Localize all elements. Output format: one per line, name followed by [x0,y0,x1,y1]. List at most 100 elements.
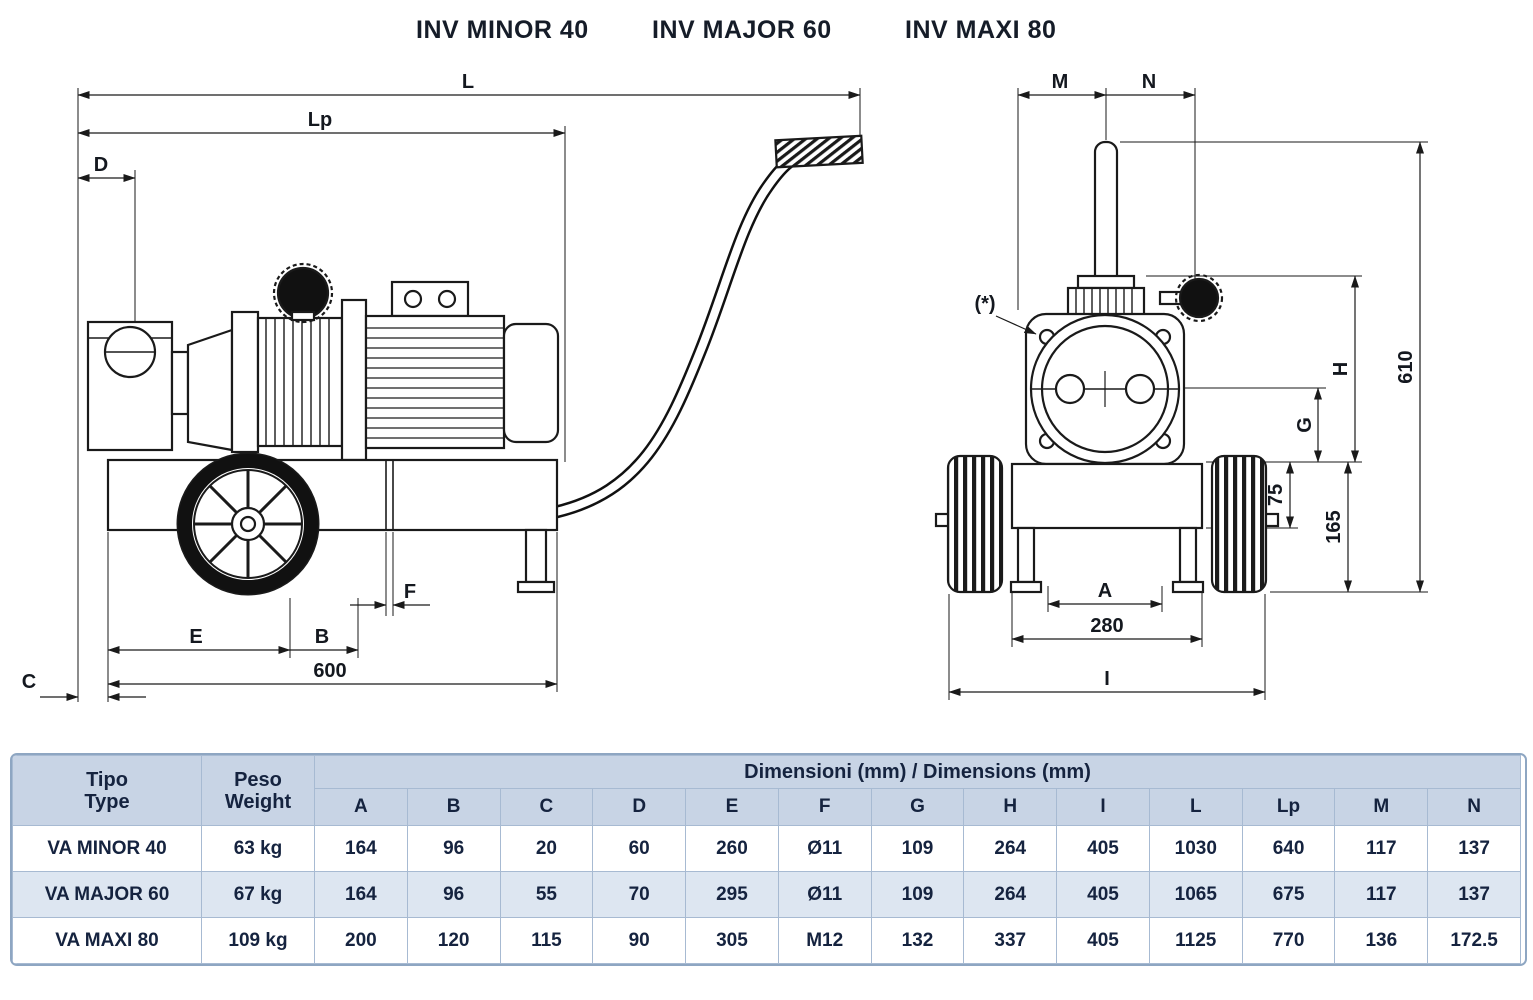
header-col-L: L [1148,788,1243,826]
title-inv-maxi-80: INV MAXI 80 [905,16,1057,44]
title-inv-minor-40: INV MINOR 40 [416,16,589,44]
header-col-C: C [499,788,594,826]
table-cell: 96 [406,825,501,872]
table-row-va-minor-40: VA MINOR 40 63 kg 164 96 20 60 260 Ø11 1… [12,825,1521,872]
header-type-en: Type [84,790,130,813]
front-view-dimension-lines [948,91,1424,696]
table-cell: 770 [1241,917,1336,964]
table-cell: Ø11 [777,825,872,872]
header-col-B: B [406,788,501,826]
table-cell: 405 [1056,917,1150,964]
header-col-Lp: Lp [1241,788,1336,826]
row-weight: 109 kg [201,917,315,964]
table-cell: 1125 [1148,917,1243,964]
dimensions-table: Tipo Type Peso Weight Dimensioni (mm) / … [10,753,1527,966]
dim-label-Lp: Lp [308,109,332,131]
table-cell: 96 [406,871,501,918]
table-cell: 70 [592,871,687,918]
front-view-machine [934,140,1280,594]
table-cell: 264 [963,871,1058,918]
header-col-A: A [314,788,408,826]
table-cell: 295 [685,871,779,918]
table-row-va-maxi-80: VA MAXI 80 109 kg 200 120 115 90 305 M12… [12,917,1521,964]
table-cell: 132 [870,917,965,964]
table-cell: 137 [1427,825,1521,872]
dim-label-C: C [22,671,36,693]
header-col-E: E [685,788,779,826]
table-cell: 117 [1334,871,1429,918]
table-cell: 405 [1056,825,1150,872]
side-view-dimension-lines [40,91,861,701]
table-cell: M12 [777,917,872,964]
dim-label-A: A [1098,580,1112,602]
header-col-N: N [1427,788,1521,826]
table-cell: 1065 [1148,871,1243,918]
row-type: VA MAXI 80 [12,917,202,964]
dim-label-75: 75 [1265,484,1287,506]
header-col-I: I [1056,788,1150,826]
drawing-titles: INV MINOR 40 INV MAJOR 60 INV MAXI 80 [0,16,1533,50]
table-cell: 200 [314,917,408,964]
dim-label-I: I [1104,668,1110,690]
dim-label-D: D [94,154,108,176]
header-weight-it: Peso [234,768,282,791]
table-cell: 640 [1241,825,1336,872]
dim-label-B: B [315,626,329,648]
dim-label-N: N [1142,71,1156,93]
row-type: VA MAJOR 60 [12,871,202,918]
technical-drawing: L Lp D F E B 600 C [22,71,1428,702]
table-cell: 260 [685,825,779,872]
header-col-H: H [963,788,1058,826]
dim-label-L: L [462,71,474,93]
header-weight-en: Weight [224,790,292,813]
table-cell: 405 [1056,871,1150,918]
table-row-va-major-60: VA MAJOR 60 67 kg 164 96 55 70 295 Ø11 1… [12,871,1521,918]
row-type: VA MINOR 40 [12,825,202,872]
title-inv-major-60: INV MAJOR 60 [652,16,832,44]
table-cell: 120 [406,917,501,964]
dim-label-600: 600 [313,660,346,682]
table-cell: 172.5 [1427,917,1521,964]
header-col-M: M [1334,788,1429,826]
header-col-F: F [777,788,872,826]
dim-label-H: H [1330,362,1352,376]
header-col-D: D [592,788,687,826]
table-cell: 90 [592,917,687,964]
table-cell: 60 [592,825,687,872]
dim-label-280: 280 [1090,615,1123,637]
table-cell: 55 [499,871,594,918]
table-cell: 675 [1241,871,1336,918]
dim-label-F: F [404,581,416,603]
dim-label-E: E [189,626,202,648]
table-cell: Ø11 [777,871,872,918]
dim-label-610: 610 [1395,350,1417,383]
table-cell: 164 [314,871,408,918]
table-cell: 264 [963,825,1058,872]
table-cell: 20 [499,825,594,872]
table-cell: 109 [870,871,965,918]
header-weight: Peso Weight [201,755,315,826]
dim-label-G: G [1294,417,1316,433]
header-type: Tipo Type [12,755,202,826]
table-cell: 117 [1334,825,1429,872]
table-cell: 305 [685,917,779,964]
header-dimensions-group: Dimensioni (mm) / Dimensions (mm) [314,755,1521,789]
front-view-dimension-labels: M N (*) 610 H G 75 165 A 280 I [974,71,1417,690]
side-view-dimension-labels: L Lp D F E B 600 C [22,71,474,693]
table-cell: 164 [314,825,408,872]
table-cell: 1030 [1148,825,1243,872]
row-weight: 67 kg [201,871,315,918]
header-type-it: Tipo [86,768,128,791]
table-cell: 136 [1334,917,1429,964]
table-cell: 109 [870,825,965,872]
note-asterisk: (*) [974,293,995,315]
table-cell: 337 [963,917,1058,964]
header-col-G: G [870,788,965,826]
dim-label-165: 165 [1323,510,1345,543]
table-cell: 115 [499,917,594,964]
side-view-machine [86,134,864,596]
table-cell: 137 [1427,871,1521,918]
dim-label-M: M [1052,71,1069,93]
front-view-extension-lines [948,88,1428,700]
